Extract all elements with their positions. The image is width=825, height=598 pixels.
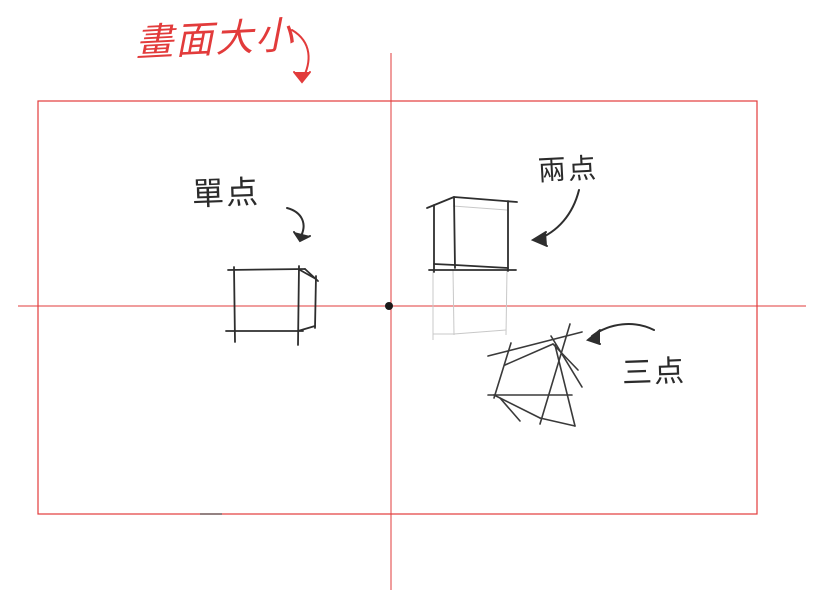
one-point-cube <box>225 265 319 346</box>
center-dot-icon <box>385 302 393 310</box>
canvas-size-arrow-icon <box>291 29 311 84</box>
two-point-label: 兩点 <box>537 151 599 188</box>
canvas-frame <box>37 100 758 515</box>
one-point-arrow-icon <box>286 207 311 243</box>
canvas-size-label: 畫面大小 <box>133 12 297 66</box>
two-point-arrow-icon <box>530 189 580 247</box>
three-point-arrow-icon <box>585 323 655 345</box>
three-point-label: 三点 <box>621 353 687 392</box>
three-point-cube <box>487 323 583 427</box>
two-point-cube-faint <box>432 205 508 340</box>
two-point-cube <box>426 196 518 273</box>
one-point-label: 單点 <box>191 172 261 214</box>
